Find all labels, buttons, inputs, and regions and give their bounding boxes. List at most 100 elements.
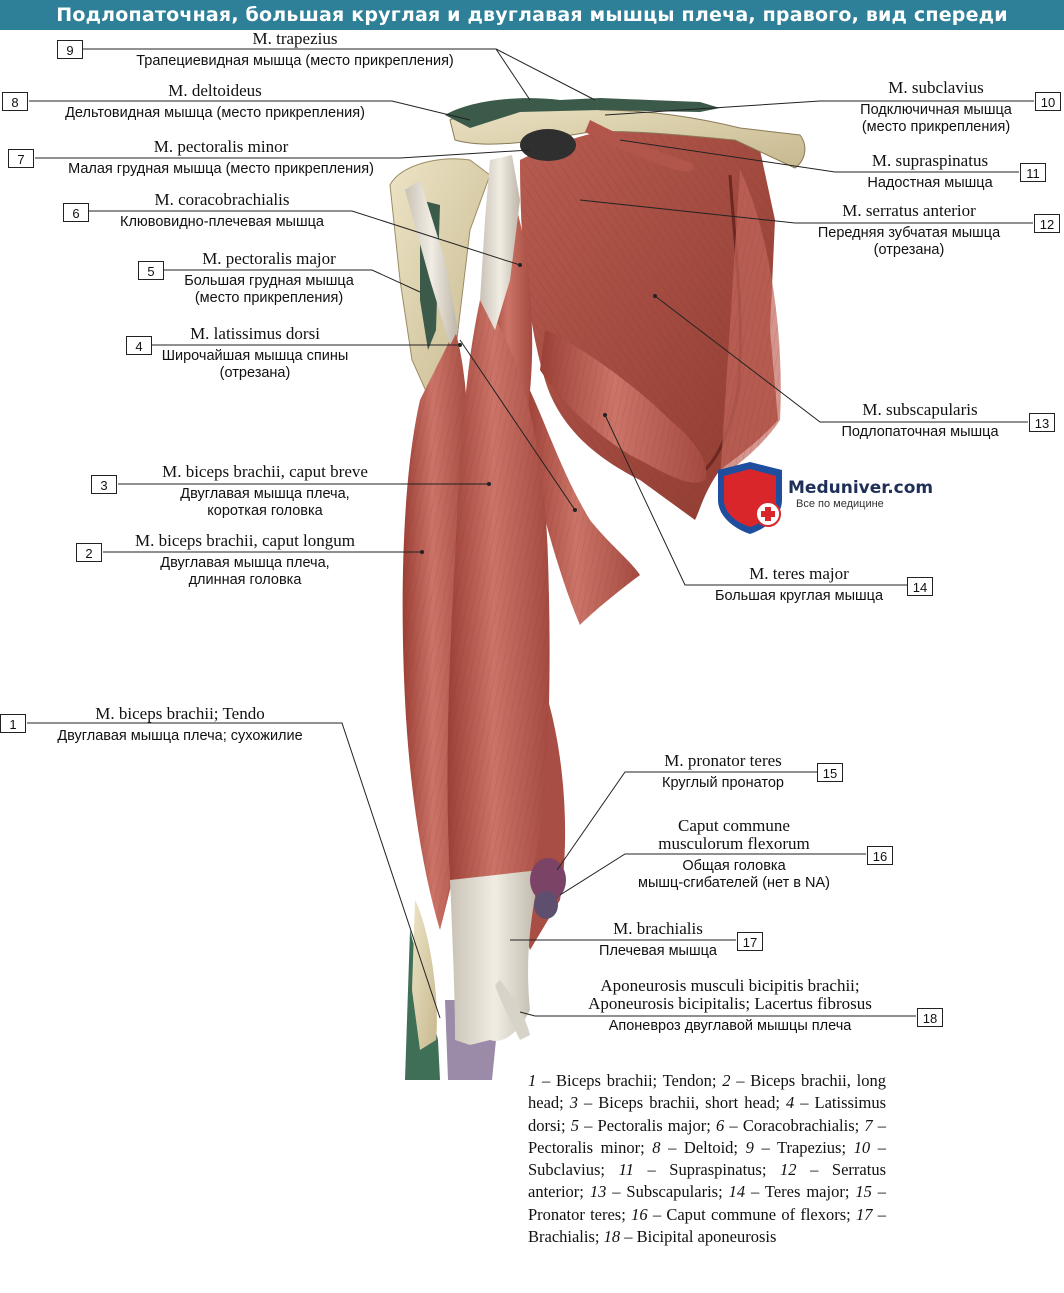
label-number: 18 bbox=[917, 1008, 943, 1027]
label-russian: Двуглавая мышца плеча, bbox=[160, 555, 330, 571]
brand-name: Meduniver.com bbox=[788, 478, 934, 498]
label-russian: длинная головка bbox=[188, 572, 302, 588]
label-russian: Подлопаточная мышца bbox=[841, 424, 999, 440]
label-latin: M. trapezius bbox=[252, 29, 338, 48]
legend-text: – Deltoid; bbox=[660, 1137, 746, 1157]
legend-text: – Biceps brachii, long head; bbox=[528, 1071, 886, 1113]
legend-item: 1 – Biceps brachii; Tendon; bbox=[528, 1071, 722, 1090]
legend-item: 17 – Brachialis; bbox=[528, 1205, 886, 1246]
label-number: 9 bbox=[57, 40, 83, 59]
label-number: 14 bbox=[907, 577, 933, 596]
legend-item: 3 – Biceps brachii, short head; bbox=[570, 1093, 786, 1112]
label-latin: M. biceps brachii, caput longum bbox=[134, 531, 355, 550]
legend-text: – Subscapularis; bbox=[606, 1182, 729, 1202]
label-latin: M. subscapularis bbox=[862, 400, 978, 419]
legend-number: 17 bbox=[856, 1204, 873, 1224]
title-bar bbox=[0, 0, 1064, 30]
label-russian: (место прикрепления) bbox=[194, 290, 344, 306]
legend-text: – Biceps brachii; Tendon; bbox=[536, 1071, 723, 1090]
label-latin: Aponeurosis musculi bicipitis brachii; bbox=[600, 976, 860, 995]
label-russian: Большая грудная мышца bbox=[184, 273, 354, 289]
legend-text: – Trapezius; bbox=[753, 1137, 854, 1157]
legend-number: 18 bbox=[603, 1227, 621, 1247]
legend-item: 10 – Subclavius; bbox=[528, 1138, 886, 1179]
label-latin: Aponeurosis bicipitalis; Lacertus fibros… bbox=[588, 994, 872, 1013]
label-number: 6 bbox=[63, 203, 89, 222]
label-number: 17 bbox=[737, 932, 763, 951]
label-russian: Двуглавая мышца плеча; сухожилие bbox=[57, 728, 303, 744]
legend-number: 14 bbox=[728, 1182, 746, 1202]
label-number: 4 bbox=[126, 336, 152, 355]
label-number: 13 bbox=[1029, 413, 1055, 432]
legend-item: 5 – Pectoralis major; bbox=[571, 1116, 716, 1135]
page-title: Подлопаточная, большая круглая и двуглав… bbox=[56, 4, 1008, 26]
legend-number: 13 bbox=[589, 1182, 607, 1202]
legend-item: 14 – Teres major; bbox=[729, 1182, 856, 1201]
legend-text: – Caput commune of flexors; bbox=[647, 1204, 856, 1224]
legend-item: 18 – Bicipital aponeurosis bbox=[604, 1227, 777, 1246]
legend-number: 9 bbox=[745, 1137, 754, 1157]
label-russian: Передняя зубчатая мышца bbox=[817, 225, 1001, 241]
legend-text: – Pectoralis minor; bbox=[528, 1115, 887, 1157]
legend-item: 16 – Caput commune of flexors; bbox=[631, 1205, 856, 1224]
label-number: 16 bbox=[867, 846, 893, 865]
label-number: 1 bbox=[0, 714, 26, 733]
label-number: 15 bbox=[817, 763, 843, 782]
legend-item: 9 – Trapezius; bbox=[746, 1138, 854, 1157]
legend-item: 13 – Subscapularis; bbox=[590, 1182, 729, 1201]
label-number: 7 bbox=[8, 149, 34, 168]
label-russian: Большая круглая мышца bbox=[714, 588, 884, 604]
figure-legend: 1 – Biceps brachii; Tendon; 2 – Biceps b… bbox=[528, 1070, 886, 1248]
label-latin: M. latissimus dorsi bbox=[190, 324, 320, 343]
legend-text: – Pronator teres; bbox=[528, 1182, 887, 1224]
label-russian: Широчайшая мышца спины bbox=[161, 348, 349, 364]
legend-number: 3 bbox=[569, 1093, 579, 1113]
label-russian: (отрезана) bbox=[219, 365, 291, 381]
legend-number: 5 bbox=[570, 1115, 579, 1135]
legend-item: 15 – Pronator teres; bbox=[528, 1182, 886, 1223]
label-latin: M. pronator teres bbox=[664, 751, 782, 770]
label-latin: M. pectoralis major bbox=[202, 249, 336, 268]
label-latin: M. serratus anterior bbox=[842, 201, 976, 220]
legend-number: 15 bbox=[855, 1182, 872, 1202]
label-number: 5 bbox=[138, 261, 164, 280]
legend-number: 2 bbox=[722, 1071, 731, 1090]
label-latin: M. pectoralis minor bbox=[153, 137, 289, 156]
legend-text: – Serratus anterior; bbox=[528, 1160, 886, 1202]
legend-text: – Bicipital aponeurosis bbox=[620, 1227, 777, 1247]
legend-text: – Biceps brachii, short head; bbox=[578, 1093, 786, 1113]
legend-number: 10 bbox=[853, 1137, 871, 1157]
label-number: 11 bbox=[1020, 163, 1046, 182]
legend-text: – Supraspinatus; bbox=[633, 1160, 781, 1180]
label-russian: Надостная мышца bbox=[867, 175, 993, 191]
legend-number: 12 bbox=[780, 1160, 797, 1180]
label-russian: Подключичная мышца bbox=[860, 102, 1012, 118]
label-latin: M. subclavius bbox=[888, 78, 984, 97]
legend-number: 16 bbox=[631, 1204, 648, 1224]
label-russian: Клювовидно-плечевая мышца bbox=[120, 214, 324, 230]
legend-text: – Brachialis; bbox=[528, 1204, 887, 1247]
legend-number: 1 bbox=[528, 1071, 537, 1090]
label-russian: Трапециевидная мышца (место прикрепления… bbox=[136, 53, 454, 69]
label-latin: M. coracobrachialis bbox=[154, 190, 290, 209]
legend-item: 2 – Biceps brachii, long head; bbox=[528, 1071, 886, 1112]
label-latin: M. biceps brachii; Tendo bbox=[95, 704, 265, 723]
label-russian: Двуглавая мышца плеча, bbox=[180, 486, 350, 502]
label-russian: (место прикрепления) bbox=[861, 119, 1011, 135]
legend-item: 12 – Serratus anterior; bbox=[528, 1160, 886, 1201]
legend-text: – Pectoralis major; bbox=[579, 1115, 717, 1135]
legend-number: 6 bbox=[716, 1115, 725, 1135]
label-russian: Плечевая мышца bbox=[599, 943, 717, 959]
brand-tagline: Все по медицине bbox=[796, 498, 884, 510]
label-latin: M. deltoideus bbox=[168, 81, 262, 100]
label-number: 8 bbox=[2, 92, 28, 111]
label-latin: musculorum flexorum bbox=[658, 834, 810, 853]
legend-number: 4 bbox=[785, 1093, 795, 1113]
legend-number: 7 bbox=[864, 1115, 873, 1135]
legend-text: – Latissimus dorsi; bbox=[528, 1093, 887, 1135]
legend-number: 8 bbox=[652, 1137, 661, 1157]
legend-item: 11 – Supraspinatus; bbox=[619, 1160, 780, 1179]
label-russian: Апоневроз двуглавой мышцы плеча bbox=[608, 1018, 852, 1034]
legend-text: – Teres major; bbox=[745, 1182, 856, 1202]
